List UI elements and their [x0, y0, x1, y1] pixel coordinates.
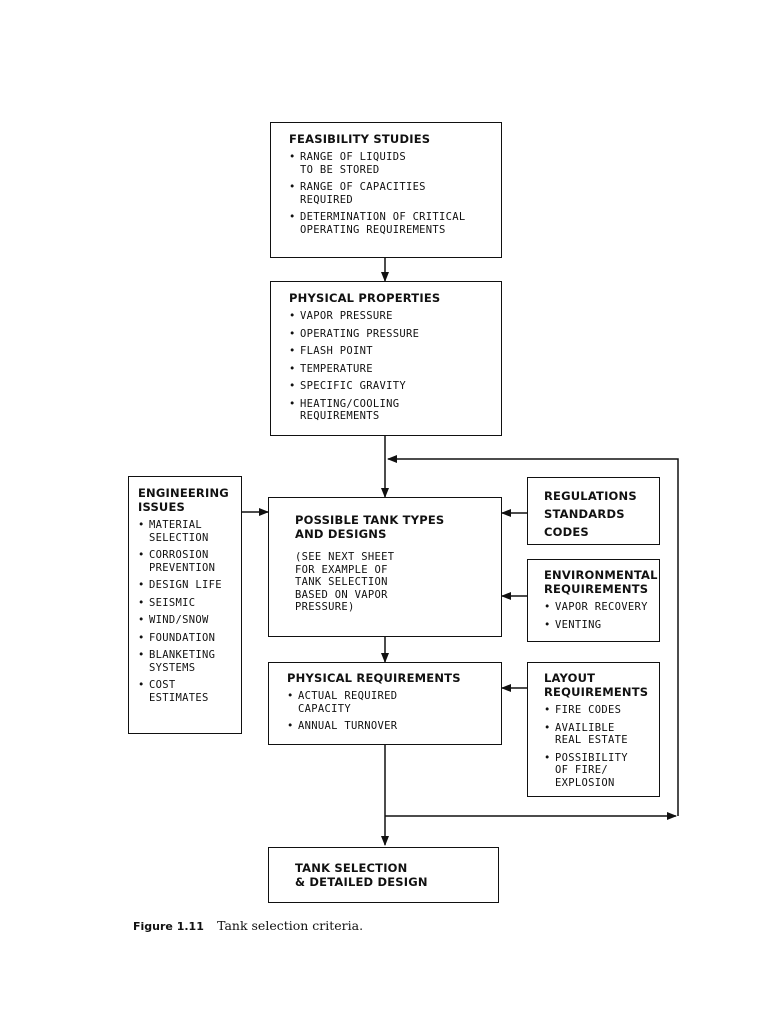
- layout-requirements-title: LAYOUT REQUIREMENTS: [544, 671, 649, 699]
- list-item: FIRE CODES: [544, 704, 653, 717]
- list-item: FLASH POINT: [289, 345, 491, 358]
- list-item: WIND/SNOW: [138, 614, 235, 627]
- layout-requirements-box: LAYOUT REQUIREMENTS FIRE CODES AVAILIBLE…: [527, 662, 660, 797]
- feasibility-studies-box: FEASIBILITY STUDIES RANGE OF LIQUIDS TO …: [270, 122, 502, 258]
- list-item: COST ESTIMATES: [138, 679, 235, 704]
- physical-properties-title: PHYSICAL PROPERTIES: [289, 291, 441, 305]
- figure-caption-text: Tank selection criteria.: [217, 918, 364, 933]
- list-item: RANGE OF CAPACITIES REQUIRED: [289, 181, 491, 206]
- list-item: ACTUAL REQUIRED CAPACITY: [287, 690, 491, 715]
- figure-number: Figure 1.11: [133, 920, 204, 933]
- list-item: SEISMIC: [138, 597, 235, 610]
- engineering-issues-list: MATERIAL SELECTION CORROSION PREVENTION …: [138, 519, 235, 704]
- engineering-issues-box: ENGINEERING ISSUES MATERIAL SELECTION CO…: [128, 476, 242, 734]
- physical-requirements-title: PHYSICAL REQUIREMENTS: [287, 671, 461, 685]
- physical-requirements-box: PHYSICAL REQUIREMENTS ACTUAL REQUIRED CA…: [268, 662, 502, 745]
- list-item: SPECIFIC GRAVITY: [289, 380, 491, 393]
- list-item: HEATING/COOLING REQUIREMENTS: [289, 398, 491, 423]
- environmental-requirements-box: ENVIRONMENTAL REQUIREMENTS VAPOR RECOVER…: [527, 559, 660, 642]
- feasibility-studies-list: RANGE OF LIQUIDS TO BE STORED RANGE OF C…: [289, 151, 491, 236]
- list-item: AVAILIBLE REAL ESTATE: [544, 722, 653, 747]
- list-item: VENTING: [544, 619, 653, 632]
- tank-types-note: (SEE NEXT SHEET FOR EXAMPLE OF TANK SELE…: [295, 551, 395, 613]
- list-item: RANGE OF LIQUIDS TO BE STORED: [289, 151, 491, 176]
- regulations-box: REGULATIONS STANDARDS CODES: [527, 477, 660, 545]
- figure-caption: Figure 1.11 Tank selection criteria.: [133, 918, 363, 933]
- regulations-title: REGULATIONS STANDARDS CODES: [544, 489, 637, 539]
- physical-properties-list: VAPOR PRESSURE OPERATING PRESSURE FLASH …: [289, 310, 491, 423]
- list-item: CORROSION PREVENTION: [138, 549, 235, 574]
- list-item: DETERMINATION OF CRITICAL OPERATING REQU…: [289, 211, 491, 236]
- environmental-requirements-title: ENVIRONMENTAL REQUIREMENTS: [544, 568, 658, 596]
- list-item: DESIGN LIFE: [138, 579, 235, 592]
- list-item: VAPOR RECOVERY: [544, 601, 653, 614]
- list-item: VAPOR PRESSURE: [289, 310, 491, 323]
- tank-types-box: POSSIBLE TANK TYPES AND DESIGNS (SEE NEX…: [268, 497, 502, 637]
- engineering-issues-title: ENGINEERING ISSUES: [138, 486, 229, 514]
- physical-properties-box: PHYSICAL PROPERTIES VAPOR PRESSURE OPERA…: [270, 281, 502, 436]
- tank-selection-title: TANK SELECTION & DETAILED DESIGN: [295, 861, 428, 889]
- feedback-loop-line: [387, 455, 679, 816]
- list-item: MATERIAL SELECTION: [138, 519, 235, 544]
- tank-types-title: POSSIBLE TANK TYPES AND DESIGNS: [295, 513, 445, 541]
- feasibility-studies-title: FEASIBILITY STUDIES: [289, 132, 431, 146]
- list-item: TEMPERATURE: [289, 363, 491, 376]
- list-item: ANNUAL TURNOVER: [287, 720, 491, 733]
- layout-requirements-list: FIRE CODES AVAILIBLE REAL ESTATE POSSIBI…: [544, 704, 653, 789]
- physical-requirements-list: ACTUAL REQUIRED CAPACITY ANNUAL TURNOVER: [287, 690, 491, 733]
- environmental-requirements-list: VAPOR RECOVERY VENTING: [544, 601, 653, 631]
- list-item: BLANKETING SYSTEMS: [138, 649, 235, 674]
- list-item: POSSIBILITY OF FIRE/ EXPLOSION: [544, 752, 653, 790]
- tank-selection-box: TANK SELECTION & DETAILED DESIGN: [268, 847, 499, 903]
- list-item: OPERATING PRESSURE: [289, 328, 491, 341]
- list-item: FOUNDATION: [138, 632, 235, 645]
